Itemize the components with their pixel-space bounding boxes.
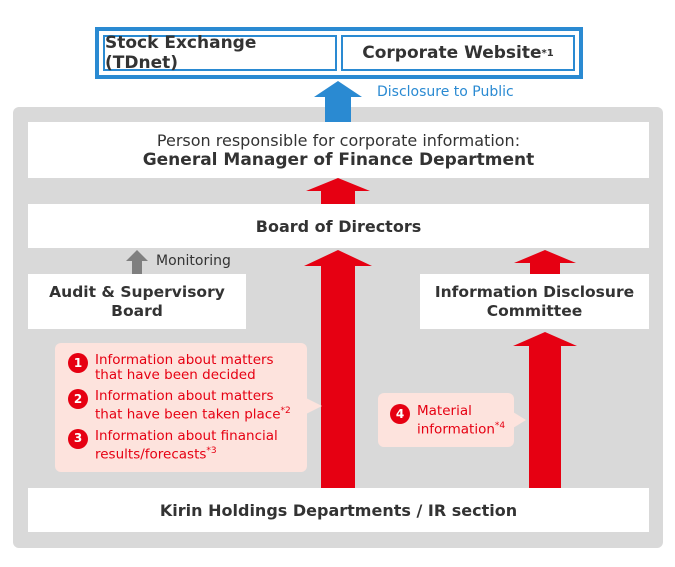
item-number-2: 2 bbox=[68, 389, 88, 409]
departments-label: Kirin Holdings Departments / IR section bbox=[159, 500, 518, 520]
item-2-line1: Information about matters bbox=[95, 388, 274, 404]
corporate-website-note: *1 bbox=[541, 47, 554, 59]
left-callout-pointer bbox=[306, 398, 322, 414]
material-information-callout: 4 Material information*4 bbox=[378, 393, 514, 447]
audit-supervisory-board-box: Audit & Supervisory Board bbox=[28, 274, 246, 329]
arrow-to-person-responsible bbox=[306, 178, 370, 204]
monitoring-label: Monitoring bbox=[156, 253, 231, 269]
person-responsible-title: Person responsible for corporate informa… bbox=[156, 130, 521, 150]
info-item-3: 3 Information about financial results/fo… bbox=[68, 427, 299, 463]
committee-line2: Committee bbox=[486, 301, 583, 320]
corporate-website-label: Corporate Website bbox=[362, 43, 542, 63]
info-item-2: 2 Information about matters that have be… bbox=[68, 389, 299, 423]
item-4-line2: information bbox=[417, 421, 495, 438]
board-of-directors-box: Board of Directors bbox=[28, 204, 649, 248]
information-disclosure-committee-box: Information Disclosure Committee bbox=[420, 274, 649, 329]
item-2-note: *2 bbox=[280, 406, 291, 416]
arrow-departments-to-committee bbox=[513, 332, 577, 488]
item-number-3: 3 bbox=[68, 428, 88, 449]
corporate-website-box: Corporate Website*1 bbox=[341, 35, 575, 71]
committee-line1: Information Disclosure bbox=[434, 282, 635, 301]
audit-board-line2: Board bbox=[111, 301, 163, 320]
info-item-1: 1 Information about matters that have be… bbox=[68, 353, 299, 383]
info-item-4: 4 Material information*4 bbox=[390, 404, 508, 438]
item-3-line1: Information about financial bbox=[95, 427, 278, 444]
stock-exchange-label: Stock Exchange (TDnet) bbox=[105, 33, 257, 73]
right-callout-pointer bbox=[513, 412, 526, 428]
monitoring-arrow bbox=[126, 250, 148, 275]
arrow-committee-to-board bbox=[514, 250, 576, 274]
disclosure-arrow bbox=[314, 81, 362, 122]
reported-information-callout: 1 Information about matters that have be… bbox=[55, 343, 307, 472]
item-number-4: 4 bbox=[390, 404, 410, 424]
item-4-note: *4 bbox=[494, 421, 506, 431]
disclosure-label: Disclosure to Public bbox=[377, 84, 514, 100]
person-responsible-name: General Manager of Finance Department bbox=[142, 149, 535, 170]
public-disclosure-frame: Stock Exchange (TDnet) Corporate Website… bbox=[95, 27, 583, 79]
item-3-note: *3 bbox=[206, 445, 217, 456]
item-1-line1: Information about matters bbox=[95, 352, 274, 368]
item-number-1: 1 bbox=[68, 353, 88, 373]
departments-box: Kirin Holdings Departments / IR section bbox=[28, 488, 649, 532]
item-1-line2: that have been decided bbox=[95, 367, 256, 383]
person-responsible-box: Person responsible for corporate informa… bbox=[28, 122, 649, 178]
board-of-directors-label: Board of Directors bbox=[255, 216, 422, 236]
item-3-line2: results/forecasts bbox=[95, 446, 207, 462]
item-2-line2: that have been taken place bbox=[95, 406, 281, 423]
audit-board-line1: Audit & Supervisory bbox=[49, 282, 225, 301]
item-4-line1: Material bbox=[417, 403, 472, 419]
arrow-departments-to-board bbox=[304, 250, 372, 488]
stock-exchange-box: Stock Exchange (TDnet) bbox=[103, 33, 337, 73]
